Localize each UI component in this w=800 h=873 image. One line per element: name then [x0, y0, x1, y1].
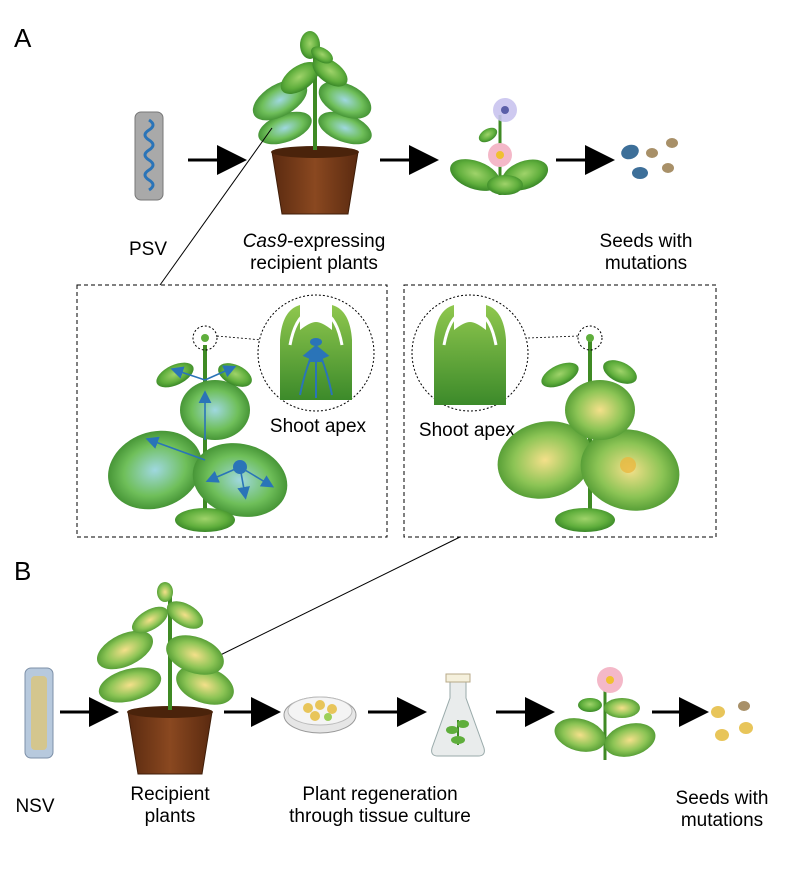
seeds-a-line1: Seeds with — [600, 231, 693, 252]
nsv-vector — [24, 667, 54, 759]
connector-b — [197, 536, 461, 667]
psv-spread-plant — [108, 325, 288, 532]
psv-label: PSV — [129, 239, 167, 260]
nsv-label: NSV — [15, 796, 54, 817]
psv-vector — [134, 111, 164, 201]
recipient-line2: plants — [145, 806, 196, 827]
seeds-a-line2: mutations — [605, 253, 687, 274]
box-nsv-detail — [403, 284, 717, 538]
cas9-label-line1: Cas9-expressing — [243, 231, 386, 252]
shoot-apex-psv — [257, 294, 375, 412]
cas9-rest: -expressing — [287, 231, 385, 252]
cas9-label-line2: recipient plants — [250, 253, 378, 274]
flowering-plant-a — [450, 98, 549, 195]
shoot-apex-label-left: Shoot apex — [270, 416, 367, 437]
recipient-potted-plant — [96, 582, 234, 775]
seeds-b-line1: Seeds with — [676, 788, 769, 809]
nsv-spread-plant — [497, 325, 680, 532]
seeds-b-line2: mutations — [681, 810, 763, 831]
seeds-yellow — [711, 701, 753, 741]
recipient-line1: Recipient — [130, 784, 210, 805]
culture-flask — [431, 673, 485, 757]
panel-a-letter: A — [14, 23, 32, 53]
box-psv-detail — [76, 284, 388, 538]
petri-dish — [283, 696, 357, 734]
seeds-blue — [621, 138, 678, 179]
cas9-italic: Cas9 — [243, 231, 288, 252]
connector-a — [159, 127, 273, 286]
shoot-apex-nsv — [411, 294, 529, 412]
regen-line1: Plant regeneration — [302, 784, 457, 805]
flowering-plant-b — [554, 667, 656, 760]
regen-line2: through tissue culture — [289, 806, 471, 827]
panel-a-letter-group: A — [14, 23, 32, 53]
panel-b-letter: B — [14, 556, 31, 586]
shoot-apex-label-right: Shoot apex — [419, 420, 516, 441]
cas9-potted-plant — [252, 31, 372, 215]
